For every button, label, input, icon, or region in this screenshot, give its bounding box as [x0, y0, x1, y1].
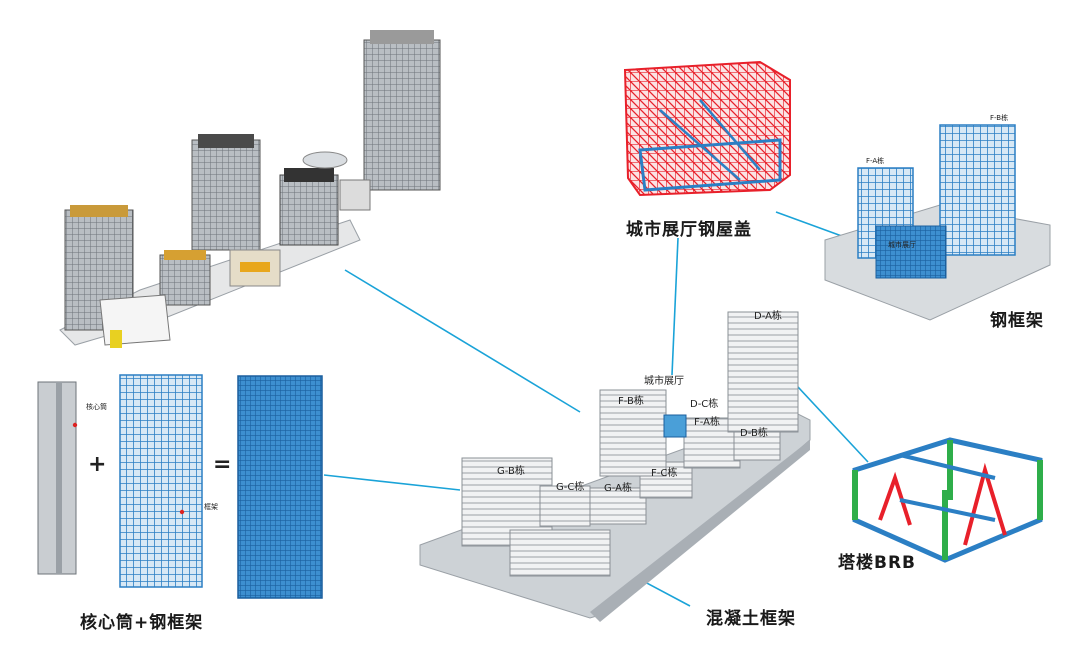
connector-overview: [344, 269, 581, 413]
ga-block: [589, 487, 647, 525]
tag-ga: G-A栋: [604, 483, 632, 494]
gc-block: [539, 485, 591, 527]
steel-tag-fa: F-A栋: [866, 157, 885, 165]
podium-dark: [279, 174, 339, 246]
connector-core: [323, 474, 461, 491]
label-frame: 框架: [204, 503, 218, 511]
label-city-hall-small: 城市展厅: [644, 376, 684, 387]
tag-fc: F-C栋: [651, 468, 678, 479]
da-tower: [727, 311, 799, 433]
steel-frame-model-right: [824, 124, 1051, 321]
hall-steel-block: [875, 225, 947, 279]
city-hall-steel-roof-model: [623, 60, 791, 197]
hall-block: [663, 414, 687, 438]
label-core-steel-frame: 核心筒+钢框架: [80, 613, 204, 633]
label-city-hall-roof: 城市展厅钢屋盖: [626, 220, 752, 240]
steel-frame-model: [119, 374, 203, 588]
concrete-frame-site-model: [419, 311, 811, 622]
label-core-tube: 核心筒: [86, 403, 107, 411]
steel-tag-fb: F-B栋: [990, 114, 1009, 122]
label-concrete-frame: 混凝土框架: [706, 609, 796, 629]
equals-sign: =: [213, 452, 232, 477]
tag-dc: D-C栋: [690, 399, 719, 410]
label-steel-frame: 钢框架: [990, 311, 1044, 331]
tag-fb: F-B栋: [618, 396, 644, 407]
tag-db: D-B栋: [740, 428, 768, 439]
tower-mid: [191, 139, 261, 251]
connector-roof: [671, 237, 679, 376]
fb-steel-tower: [939, 124, 1016, 256]
plus-sign: +: [88, 452, 107, 477]
tag-fa: F-A栋: [694, 417, 720, 428]
podium-gold: [159, 254, 211, 306]
label-tower-brb: 塔楼BRB: [838, 553, 917, 573]
tower-right-tall: [363, 39, 441, 191]
steel-tag-hall: 城市展厅: [888, 241, 916, 249]
parking-block: [509, 529, 611, 577]
overall-building-model: [59, 30, 441, 348]
tag-da: D-A栋: [754, 311, 782, 322]
brb-frame-model: [852, 437, 1043, 563]
combined-model: [237, 375, 323, 599]
core-plus-frame-figure: [37, 374, 323, 599]
tag-gc: G-C栋: [556, 482, 585, 493]
tag-gb: G-B栋: [497, 466, 525, 477]
